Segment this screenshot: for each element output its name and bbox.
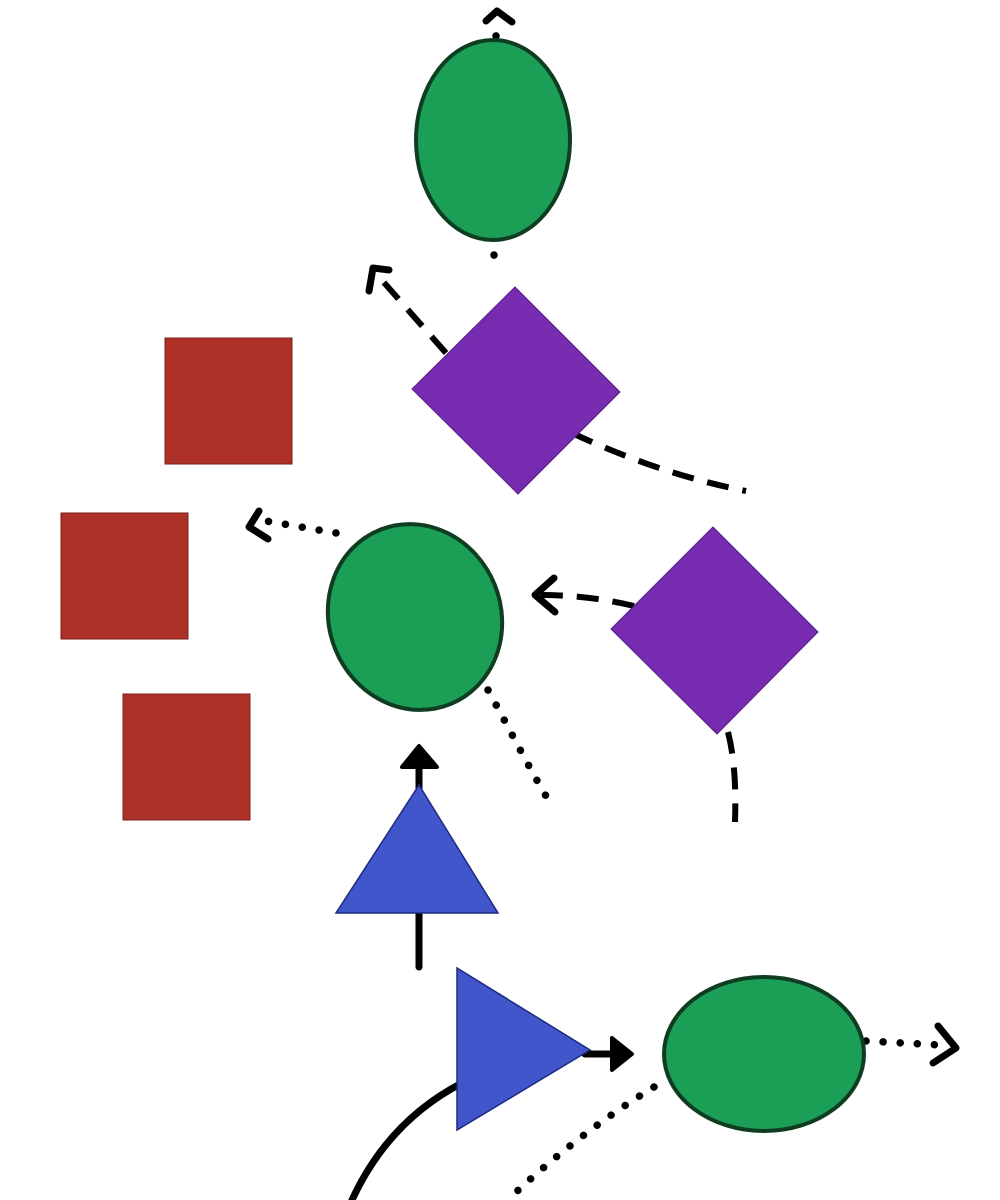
triangle-right <box>456 966 592 1132</box>
arrowhead-ellipse-top-out <box>482 7 516 26</box>
edge-ellipse-bottom-tail <box>508 1083 658 1200</box>
ellipses <box>325 38 866 1133</box>
diamond-right <box>610 526 819 735</box>
triangle-up <box>334 783 500 914</box>
triangles <box>334 783 592 1132</box>
arrowhead-triangle-right-to-ellipse <box>610 1036 634 1072</box>
edge-ellipse-middle-tail <box>484 686 556 810</box>
edge-ellipse-bottom-out <box>862 1037 944 1049</box>
edge-diamond-right-tail <box>725 731 739 823</box>
arrowhead-triangle-to-ellipse <box>400 744 439 769</box>
square-left <box>60 512 189 640</box>
squares <box>60 337 293 821</box>
ellipse-top <box>414 38 572 242</box>
square-upper <box>164 337 293 465</box>
ellipse-middle <box>325 522 505 712</box>
edges <box>245 7 960 1200</box>
ellipse-bottom-right <box>662 975 866 1133</box>
edge-diamond-upper-tail <box>570 430 747 494</box>
edge-curve-bottom <box>348 1079 466 1200</box>
diamonds <box>411 286 819 735</box>
arrowhead-diamond-right-to-ellipse <box>531 574 559 616</box>
edge-diamond-upper-out <box>377 276 449 355</box>
edge-ellipse-middle-to-left <box>262 517 340 537</box>
arrowhead-ellipse-middle-to-left <box>245 507 272 543</box>
diamond-upper <box>411 286 621 495</box>
edge-diamond-right-to-ellipse <box>539 592 635 609</box>
arrowhead-ellipse-bottom-out <box>929 1022 960 1067</box>
arrowhead-diamond-upper-out <box>365 264 393 295</box>
edge-ellipse-top-out <box>492 24 501 40</box>
square-lower <box>122 693 251 821</box>
